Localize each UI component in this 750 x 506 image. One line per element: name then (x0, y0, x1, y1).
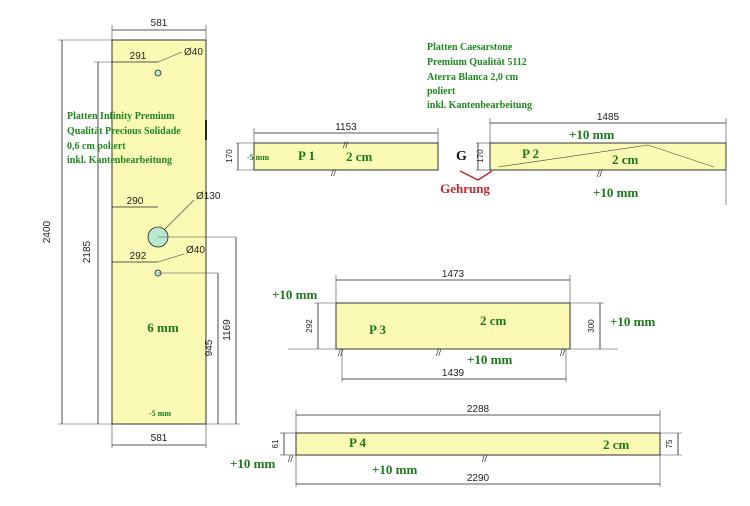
dim-2185: 2185 (82, 240, 93, 263)
p3-slab (335, 302, 571, 350)
hole-40-bottom-label: Ø40 (186, 245, 205, 256)
note-caesarstone: Platten Caesarstone Premium Qualität 511… (427, 42, 532, 111)
p2-plus-top: +10 mm (569, 127, 614, 142)
hole-130-label: Ø130 (196, 191, 221, 202)
dim-width-bottom: 581 (151, 433, 168, 444)
dim-width-top: 581 (151, 18, 168, 29)
p2-width: 1485 (597, 112, 620, 123)
note-infinity-line-2: Qualität Precious Solidade (67, 126, 181, 137)
p1-width: 1153 (335, 122, 357, 133)
svg-text://: // (596, 169, 603, 179)
p3-width-top: 1473 (442, 269, 465, 280)
svg-text://: // (481, 454, 488, 464)
wall-bottom-offset: -5 mm (149, 409, 171, 418)
panel-p4: 2288 2290 61 75 // // P 4 2 cm +10 mm +1… (230, 404, 682, 487)
note-caesarstone-line-4: poliert (427, 86, 456, 97)
p4-height-left: 61 (271, 439, 280, 448)
p1-offset: -5 mm (247, 153, 269, 162)
note-infinity-line-1: Platten Infinity Premium (67, 111, 175, 122)
p2-label: P 2 (522, 146, 539, 161)
p4-slab (295, 432, 661, 456)
gehrung-mark (459, 170, 493, 181)
p3-plus-left: +10 mm (272, 287, 317, 302)
hole-40-top (154, 69, 162, 77)
p4-label: P 4 (349, 435, 366, 450)
panel-p1: 1153 // // 170 -5 mm P 1 2 cm (225, 122, 439, 178)
note-caesarstone-line-1: Platten Caesarstone (427, 42, 513, 53)
p4-plus-bottom: +10 mm (372, 462, 417, 477)
p3-thickness: 2 cm (480, 313, 507, 328)
p2-gehrung: Gehrung (440, 181, 490, 196)
panel-p3: 1473 1439 292 300 // // // P 3 2 cm +10 … (272, 269, 655, 382)
svg-text://: // (342, 140, 349, 150)
p1-slab (253, 142, 439, 171)
svg-text://: // (337, 348, 344, 358)
svg-text://: // (330, 168, 337, 178)
p3-plus-bottom: +10 mm (467, 352, 512, 367)
p2-mitre-marking (497, 144, 715, 168)
p2-slab (489, 142, 727, 171)
note-caesarstone-line-2: Premium Qualität 5112 (427, 57, 527, 68)
dim-291: 291 (130, 51, 147, 62)
wall-thickness-label: 6 mm (147, 320, 179, 335)
wall-panel: 581 291 Ø40 290 Ø130 292 Ø40 2400 2185 (42, 18, 240, 448)
dim-290: 290 (127, 196, 144, 207)
p4-width-top: 2288 (467, 404, 490, 415)
p2-g-label: G (456, 149, 467, 164)
note-infinity-line-3: 0,6 cm poliert (67, 141, 126, 152)
note-infinity-line-4: inkl. Kantenbearbeitung (67, 155, 172, 166)
p2-plus-bottom: +10 mm (593, 185, 638, 200)
p2-height: 170 (476, 149, 485, 163)
p2-thickness: 2 cm (612, 152, 639, 167)
dim-1169: 1169 (222, 319, 233, 341)
note-caesarstone-line-3: Aterra Blanca 2,0 cm (427, 72, 519, 83)
p3-plus-right: +10 mm (610, 314, 655, 329)
dim-292: 292 (130, 251, 147, 262)
p3-height-left: 292 (305, 319, 314, 333)
note-infinity: Platten Infinity Premium Qualität Precio… (67, 111, 181, 166)
svg-text://: // (559, 348, 566, 358)
dim-945: 945 (204, 339, 215, 356)
note-caesarstone-line-5: inkl. Kantenbearbeitung (427, 100, 532, 111)
p3-width-bottom: 1439 (442, 368, 465, 379)
p4-plus-left: +10 mm (230, 456, 275, 471)
p3-height-right: 300 (587, 319, 596, 333)
hole-40-top-label: Ø40 (184, 47, 203, 58)
svg-text://: // (287, 454, 294, 464)
p1-height: 170 (225, 149, 234, 163)
dim-2400: 2400 (42, 220, 53, 243)
p1-label: P 1 (298, 148, 315, 163)
panel-p2: 1485 // 170 G Gehrung P 2 2 cm +10 mm +1… (440, 112, 727, 205)
p4-height-right: 75 (665, 439, 674, 448)
svg-text://: // (435, 348, 442, 358)
p1-thickness: 2 cm (346, 149, 373, 164)
p3-label: P 3 (369, 322, 386, 337)
p4-thickness: 2 cm (603, 437, 630, 452)
p4-width-bottom: 2290 (467, 473, 490, 484)
